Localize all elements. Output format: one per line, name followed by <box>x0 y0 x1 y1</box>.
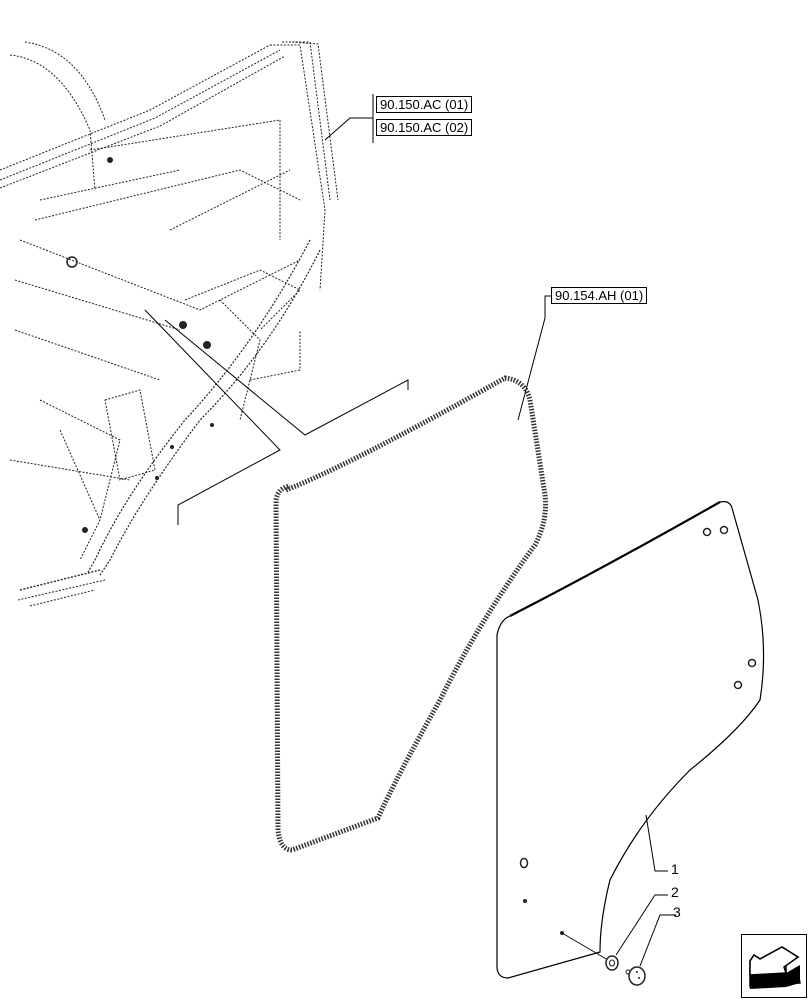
fastener-cap-part <box>625 966 646 986</box>
reference-label-90-150-ac-02[interactable]: 90.150.AC (02) <box>376 119 473 136</box>
reference-label-90-154-ah-01[interactable]: 90.154.AH (01) <box>551 287 648 304</box>
door-glass-panel <box>496 501 765 979</box>
frame-fastener-dots <box>66 157 214 533</box>
reference-label-90-150-ac-01[interactable]: 90.150.AC (01) <box>376 96 473 113</box>
previous-page-arrow-icon[interactable] <box>741 934 807 998</box>
arrow-glyph-icon <box>749 946 801 989</box>
door-seal-gasket <box>273 375 548 853</box>
cab-frame-drawing <box>0 41 339 607</box>
callout-leaders <box>615 814 676 967</box>
callout-number-1: 1 <box>671 861 679 877</box>
callout-number-2: 2 <box>671 884 679 900</box>
callout-number-3: 3 <box>673 904 681 920</box>
section-leader-lines <box>144 94 552 525</box>
washer-part <box>561 932 619 971</box>
